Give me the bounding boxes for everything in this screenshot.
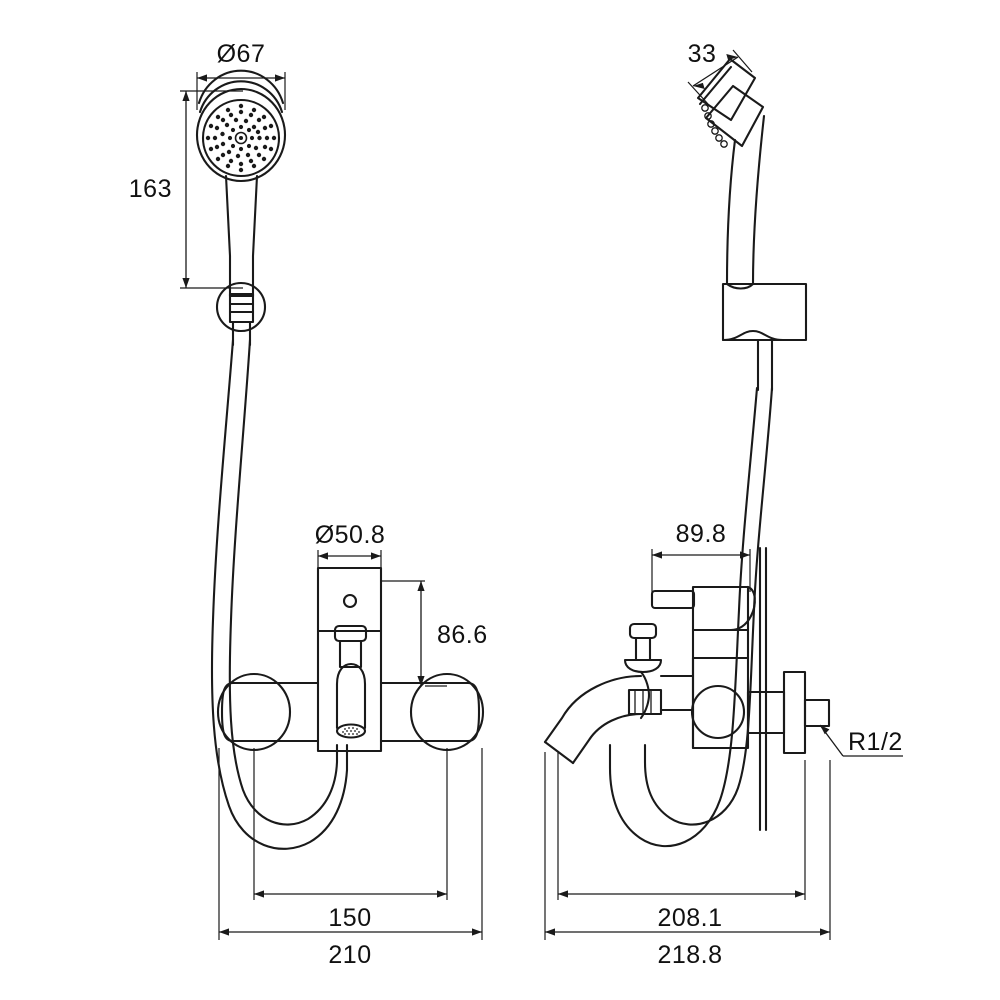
dim-thread-callout: R1/2 <box>848 728 903 756</box>
hose-connector-side <box>721 282 808 392</box>
outlet-mesh <box>342 727 360 735</box>
front-view <box>195 69 485 850</box>
shower-hose-front <box>210 338 349 850</box>
shower-head-front <box>195 69 287 183</box>
side-view-dimensions: 33 89.8 R1/2 208.1 218.8 <box>544 40 903 969</box>
dim-shower-head-depth: 33 <box>688 40 717 68</box>
mixer-body-side <box>543 546 831 832</box>
shower-handle-front <box>224 174 259 298</box>
spray-nozzles <box>205 103 277 173</box>
shower-hose-side <box>608 386 774 848</box>
side-view <box>543 57 831 848</box>
hose-connector-front <box>215 281 267 347</box>
dim-front-overall-width: 210 <box>328 941 371 969</box>
dim-side-spout-reach: 208.1 <box>657 904 722 932</box>
dim-mixer-body-diameter: Ø50.8 <box>315 521 386 549</box>
dim-inlet-spread: 150 <box>328 904 371 932</box>
thread-callout: R1/2 <box>819 724 903 757</box>
dim-side-overall-width: 218.8 <box>657 941 722 969</box>
front-view-dimensions: Ø67 163 Ø50.8 86.6 150 21 <box>129 40 488 969</box>
dim-mixer-body-height: 86.6 <box>437 621 488 649</box>
dim-shower-head-height: 163 <box>129 175 172 203</box>
shower-head-side <box>696 57 766 290</box>
dim-shower-head-diameter: Ø67 <box>217 40 266 68</box>
mixer-body-front <box>216 566 485 753</box>
spray-nozzles-side <box>701 104 728 148</box>
dim-side-projection: 89.8 <box>676 520 727 548</box>
